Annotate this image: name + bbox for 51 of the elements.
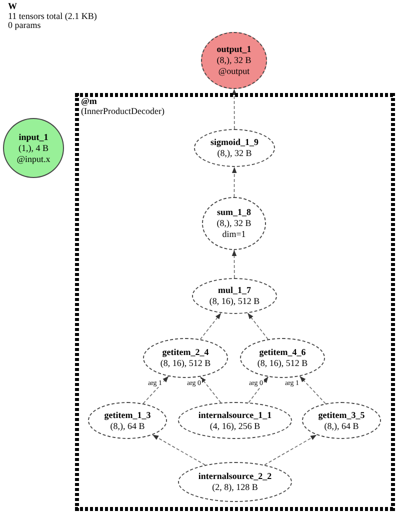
tensor-name: sigmoid_1_9 (210, 137, 258, 148)
tensor-name: mul_1_7 (218, 285, 251, 296)
tensor-name: getitem_2_4 (162, 347, 209, 358)
tensor-detail: (2, 8), 128 B (212, 482, 258, 493)
tensor-detail: (1,), 4 B (18, 142, 48, 154)
arrow (232, 88, 237, 130)
arrow (247, 312, 268, 340)
tensor-detail: (8,), 32 B (216, 55, 252, 66)
tensor-name: getitem_4_6 (259, 347, 306, 358)
tensor-detail: @output (218, 66, 250, 77)
tensor-detail: (8, 16), 512 B (160, 358, 211, 369)
tensor-detail: (8,), 64 B (110, 420, 145, 432)
graph-title: W (8, 2, 17, 12)
arrow (248, 376, 269, 403)
tensor-detail: (8,), 32 B (217, 148, 252, 159)
tensor-name: getitem_1_3 (104, 410, 151, 420)
arrow (152, 434, 206, 466)
operation-ellipse (202, 197, 266, 250)
tensor-detail: (8,), 64 B (324, 420, 359, 432)
tensor-detail: dim=1 (222, 229, 246, 240)
arrow (200, 312, 222, 340)
tensor-name: getitem_3_5 (318, 410, 365, 420)
arrow (299, 376, 326, 404)
operation-ellipse (143, 338, 228, 378)
tensor-detail: (8, 16), 512 B (209, 296, 260, 307)
module-name: @m (81, 97, 97, 106)
tensor-name: internalsource_2_2 (198, 471, 272, 482)
module-frame (75, 93, 395, 511)
operation-ellipse (194, 129, 275, 167)
operation-ellipse (192, 278, 277, 314)
arrow (232, 166, 237, 198)
arrow (232, 250, 237, 278)
tensor-name: input_1 (18, 132, 48, 142)
tensor-name: output_1 (216, 44, 252, 55)
operation-ellipse (302, 402, 381, 439)
arrow (200, 376, 222, 403)
arrow (264, 434, 317, 466)
operation-ellipse (88, 402, 167, 439)
tensor-detail: @input.x (16, 154, 50, 164)
graph-summary: 0 params (8, 21, 41, 30)
operation-ellipse (178, 402, 292, 439)
arrow (142, 376, 169, 404)
tensor-name: internalsource_1_1 (198, 410, 272, 420)
tensor-name: sum_1_8 (216, 207, 251, 218)
operation-ellipse (240, 338, 325, 378)
operation-ellipse (178, 462, 292, 502)
tensor-detail: (8, 16), 512 B (257, 358, 308, 369)
tensor-detail: (4, 16), 256 B (210, 420, 260, 432)
tensor-detail: (8,), 32 B (216, 218, 252, 229)
graph-summary: 11 tensors total (2.1 KB) (8, 12, 97, 21)
module-class: (InnerProductDecoder) (81, 106, 164, 116)
